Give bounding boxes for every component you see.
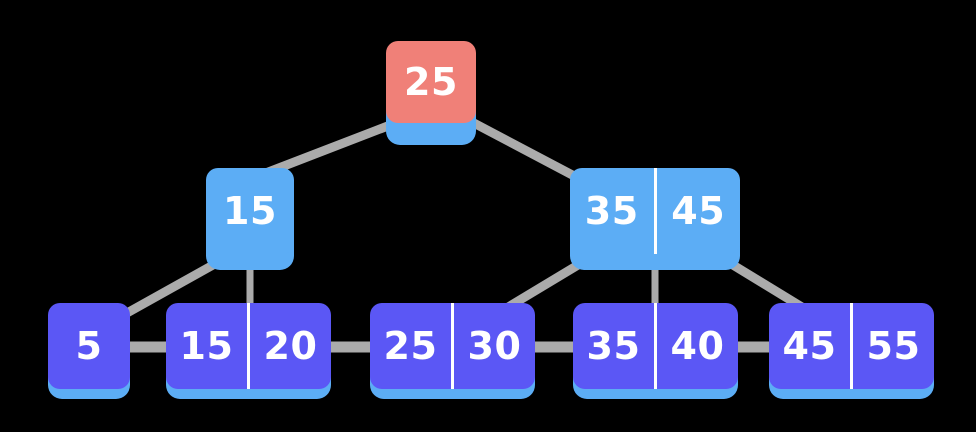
node-leaf-1-cell-0[interactable]: 5 <box>48 303 130 389</box>
node-internal-left[interactable]: 15 <box>206 168 294 270</box>
node-internal-left-cell-0[interactable]: 15 <box>206 168 294 254</box>
node-root[interactable]: 25 <box>386 41 476 145</box>
node-leaf-2-cells: 15 20 <box>166 303 331 389</box>
node-leaf-1[interactable]: 5 <box>48 303 130 399</box>
node-leaf-2-cell-1[interactable]: 20 <box>247 303 331 389</box>
node-leaf-4-cells: 35 40 <box>573 303 738 389</box>
node-leaf-3-cell-1[interactable]: 30 <box>451 303 535 389</box>
node-internal-right-cell-1[interactable]: 45 <box>653 168 740 254</box>
node-internal-right-cells: 35 45 <box>570 168 740 254</box>
node-internal-right-cell-0[interactable]: 35 <box>570 168 654 254</box>
node-root-cells: 25 <box>386 41 476 123</box>
node-leaf-3-cell-0[interactable]: 25 <box>370 303 451 389</box>
node-leaf-2-cell-0[interactable]: 15 <box>166 303 247 389</box>
edge-root-to-internal-right <box>467 117 581 182</box>
node-leaf-2[interactable]: 15 20 <box>166 303 331 399</box>
node-leaf-4-cell-0[interactable]: 35 <box>573 303 654 389</box>
edge-internal-left-to-leaf-1 <box>115 261 216 322</box>
node-leaf-5-cell-0[interactable]: 45 <box>769 303 850 389</box>
node-root-cell-0[interactable]: 25 <box>386 41 476 123</box>
node-leaf-4-cell-1[interactable]: 40 <box>654 303 738 389</box>
node-leaf-5-cells: 45 55 <box>769 303 934 389</box>
node-leaf-4[interactable]: 35 40 <box>573 303 738 399</box>
node-leaf-1-cells: 5 <box>48 303 130 389</box>
edge-root-to-internal-left <box>256 119 395 181</box>
node-leaf-5[interactable]: 45 55 <box>769 303 934 399</box>
node-internal-right[interactable]: 35 45 <box>570 168 740 270</box>
node-leaf-5-cell-1[interactable]: 55 <box>850 303 934 389</box>
node-leaf-3[interactable]: 25 30 <box>370 303 535 399</box>
node-internal-left-cells: 15 <box>206 168 294 254</box>
node-leaf-3-cells: 25 30 <box>370 303 535 389</box>
